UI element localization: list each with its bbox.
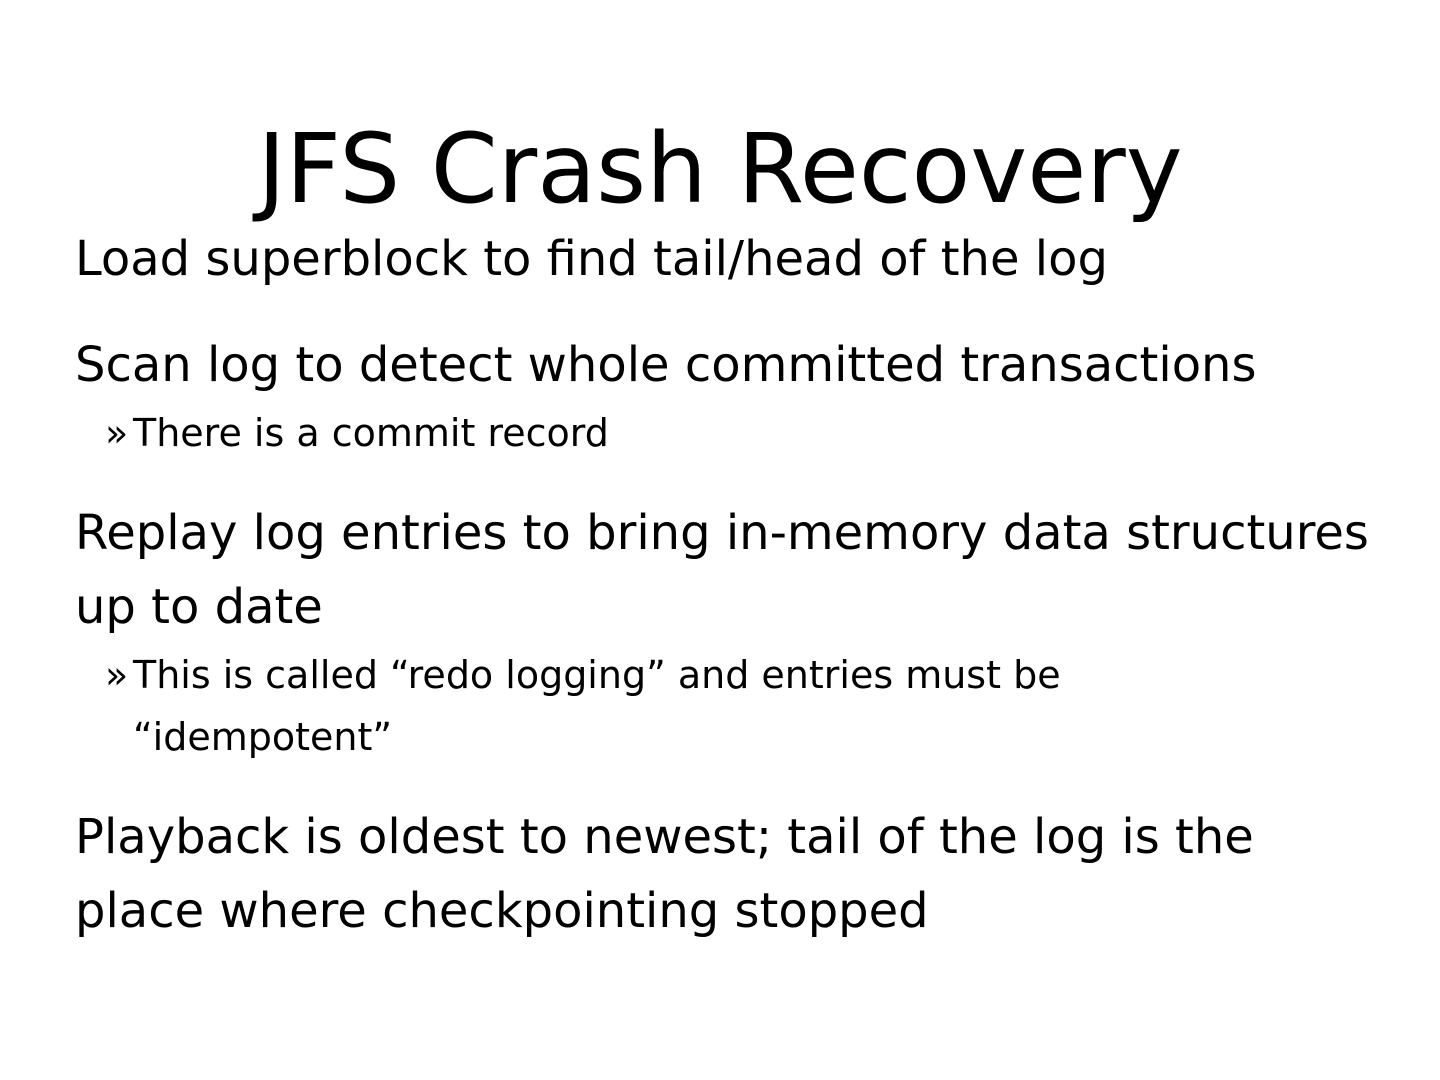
- bullet-load-superblock: Load superblock to find tail/head of the…: [75, 231, 1108, 287]
- slide-body: Load superblock to find tail/head of the…: [75, 222, 1395, 948]
- paragraph-spacer: [75, 464, 1395, 496]
- sub-bullet-marker-icon: »: [105, 411, 129, 455]
- bullet-playback-order: Playback is oldest to newest; tail of th…: [75, 809, 1254, 939]
- paragraph-spacer: [75, 768, 1395, 800]
- sub-bullet-marker-icon: »: [105, 653, 129, 697]
- slide-title: JFS Crash Recovery: [257, 113, 1183, 226]
- bullet-scan-log: Scan log to detect whole committed trans…: [75, 337, 1257, 393]
- sub-bullet-redo-logging-label: This is called “redo logging” and entrie…: [133, 653, 1061, 759]
- sub-bullet-redo-logging: » This is called “redo logging” and entr…: [75, 644, 1395, 768]
- bullet-replay-log-entries: Replay log entries to bring in-memory da…: [75, 505, 1369, 635]
- sub-bullet-commit-record: » There is a commit record: [75, 402, 1395, 464]
- paragraph-spacer: [75, 296, 1395, 328]
- sub-bullet-commit-record-label: There is a commit record: [133, 411, 609, 455]
